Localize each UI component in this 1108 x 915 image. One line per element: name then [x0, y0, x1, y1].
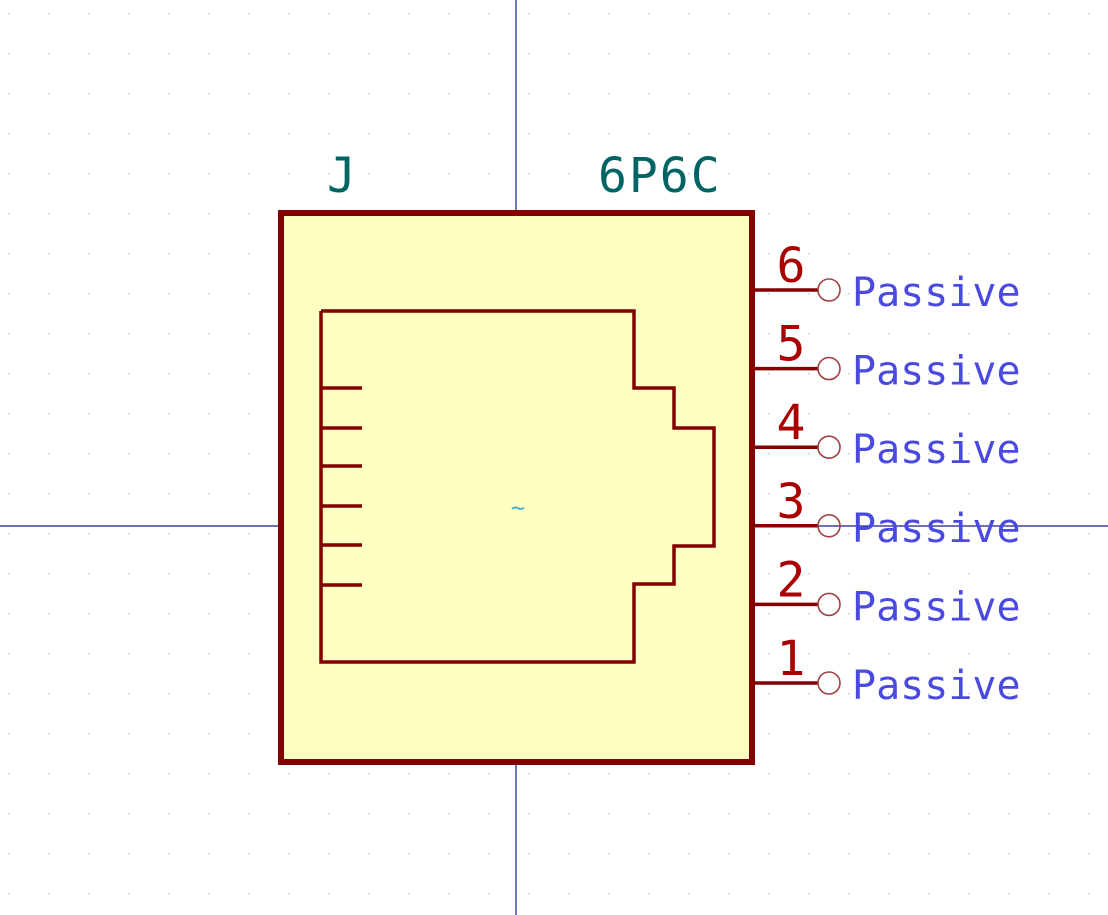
value-label[interactable]: 6P6C [598, 148, 722, 204]
center-mark: ~ [511, 494, 525, 522]
pin-number: 4 [777, 395, 806, 451]
pin-circle-icon[interactable] [817, 671, 841, 695]
pin-number: 3 [777, 474, 806, 530]
pin-type-label: Passive [852, 584, 1021, 630]
rj-jack-outline-icon [319, 309, 716, 664]
pin-circle-icon[interactable] [817, 513, 841, 538]
pin-type-label: Passive [852, 349, 1021, 395]
pin-circle-icon[interactable] [817, 592, 841, 617]
pin-type-label: Passive [852, 427, 1021, 473]
pin-number: 2 [777, 552, 806, 608]
symbol-body[interactable] [278, 210, 755, 765]
pin-circle-icon[interactable] [817, 278, 841, 302]
pin-type-label: Passive [852, 270, 1021, 316]
pin-type-label: Passive [852, 506, 1021, 552]
pin-circle-icon[interactable] [817, 435, 841, 460]
reference-designator[interactable]: J [327, 148, 356, 204]
pin-type-label: Passive [852, 663, 1021, 709]
pin-number: 5 [777, 317, 806, 373]
pin-number: 6 [777, 238, 806, 294]
pin-number: 1 [777, 631, 806, 687]
pin-circle-icon[interactable] [817, 356, 841, 381]
